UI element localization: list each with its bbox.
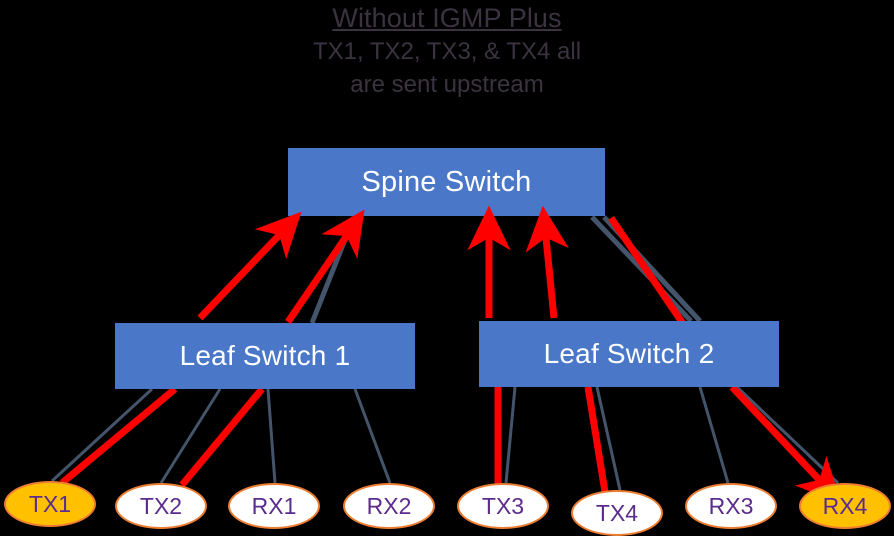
endpoint-rx1[interactable]: RX1	[228, 483, 320, 529]
leaf-switch-1-node[interactable]: Leaf Switch 1	[115, 323, 415, 389]
endpoint-tx2[interactable]: TX2	[115, 483, 207, 529]
link-leaf1-rx1	[266, 388, 277, 484]
link-leaf2-spine-inactive-a	[590, 215, 693, 323]
link-leaf2-rx3	[698, 386, 730, 484]
endpoint-rx4-label: RX4	[822, 492, 868, 519]
endpoint-rx2[interactable]: RX2	[343, 483, 435, 529]
link-spine-leaf2-down-active	[608, 216, 687, 327]
link-tx1-leaf1-active	[59, 386, 178, 486]
tx-uplinks-active	[59, 386, 609, 493]
leaf1-downlinks-inactive	[50, 387, 392, 484]
link-leaf1-rx2	[353, 388, 392, 484]
leaf-switch-1-label: Leaf Switch 1	[179, 340, 351, 371]
link-leaf1-spine-inactive	[309, 216, 357, 324]
link-leaf2-rx4	[735, 385, 840, 485]
link-leaf2-tx4	[595, 386, 622, 491]
leaf-switch-2-label: Leaf Switch 2	[543, 338, 715, 369]
endpoint-tx4[interactable]: TX4	[571, 490, 663, 536]
link-tx2-leaf1-active	[179, 386, 265, 488]
leaf2-downlinks-inactive	[504, 385, 840, 491]
link-leaf2-tx3	[504, 386, 517, 484]
leaf-spine-uplinks-inactive	[309, 215, 702, 324]
endpoint-rx4[interactable]: RX4	[799, 483, 891, 529]
spine-switch-node[interactable]: Spine Switch	[288, 148, 605, 216]
endpoint-tx4-label: TX4	[595, 499, 639, 526]
link-leaf1-tx2	[159, 388, 222, 484]
spine-rx4-downstream-active	[608, 216, 842, 504]
leaf-switch-2-node[interactable]: Leaf Switch 2	[479, 321, 779, 387]
endpoint-tx1-label: TX1	[28, 490, 72, 517]
endpoint-rx3[interactable]: RX3	[685, 483, 777, 529]
endpoint-tx3[interactable]: TX3	[457, 483, 549, 529]
endpoint-rx2-label: RX2	[366, 492, 412, 519]
link-leaf1-tx1	[50, 387, 154, 483]
spine-switch-label: Spine Switch	[361, 165, 532, 198]
endpoint-rx3-label: RX3	[708, 492, 754, 519]
link-tx4-leaf2-active	[584, 386, 609, 493]
link-leaf2-rx4-down-active	[729, 384, 842, 504]
endpoint-rx1-label: RX1	[251, 492, 297, 519]
endpoint-tx2-label: TX2	[139, 492, 183, 519]
endpoint-tx3-label: TX3	[481, 492, 525, 519]
endpoint-tx1[interactable]: TX1	[4, 481, 96, 527]
